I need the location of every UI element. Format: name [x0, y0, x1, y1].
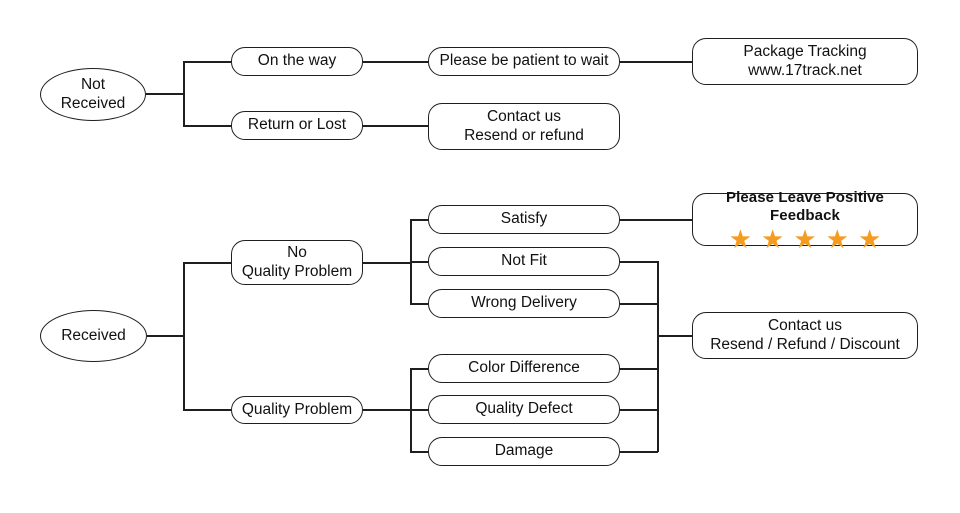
node-contact-resend-refund[interactable]: Contact us Resend or refund	[428, 103, 620, 150]
connector-qp-to-quality-defect	[410, 409, 428, 411]
node-no-quality-problem-label: No Quality Problem	[241, 244, 353, 280]
node-damage[interactable]: Damage	[428, 437, 620, 466]
node-on-the-way-label: On the way	[257, 52, 337, 70]
star-icon[interactable]: ★	[857, 224, 882, 255]
node-color-difference[interactable]: Color Difference	[428, 354, 620, 383]
node-quality-defect-label: Quality Defect	[475, 400, 573, 418]
node-return-or-lost-label: Return or Lost	[247, 116, 347, 134]
connector-arm-on-the-way	[183, 61, 231, 63]
node-on-the-way[interactable]: On the way	[231, 47, 363, 76]
connector-nqp-to-wrong-delivery	[410, 303, 428, 305]
node-quality-problem[interactable]: Quality Problem	[231, 396, 363, 424]
star-icon[interactable]: ★	[825, 224, 849, 255]
node-not-fit-label: Not Fit	[501, 252, 547, 270]
connector-damage-merge	[620, 451, 658, 453]
connector-received-split	[183, 262, 185, 410]
node-contact-resend-refund-discount[interactable]: Contact us Resend / Refund / Discount	[692, 312, 918, 359]
star-icon[interactable]: ★	[761, 224, 785, 255]
node-not-fit[interactable]: Not Fit	[428, 247, 620, 276]
node-received-label: Received	[61, 326, 126, 344]
connector-arm-return-or-lost	[183, 125, 231, 127]
connector-quality-defect-merge	[620, 409, 658, 411]
node-satisfy-label: Satisfy	[500, 210, 548, 228]
node-not-received[interactable]: Not Received	[40, 68, 146, 121]
node-contact-resend-refund-discount-label: Contact us Resend / Refund / Discount	[710, 317, 900, 353]
node-package-tracking[interactable]: Package Tracking www.17track.net	[692, 38, 918, 85]
node-quality-defect[interactable]: Quality Defect	[428, 395, 620, 424]
connector-on-the-way-to-wait	[363, 61, 428, 63]
node-satisfy[interactable]: Satisfy	[428, 205, 620, 234]
connector-arm-quality-problem	[183, 409, 231, 411]
node-please-be-patient[interactable]: Please be patient to wait	[428, 47, 620, 76]
connector-qp-stem	[363, 409, 411, 411]
connector-satisfy-to-feedback	[620, 219, 692, 221]
node-wrong-delivery-label: Wrong Delivery	[471, 294, 577, 312]
connector-merge-bus	[657, 261, 659, 452]
node-wrong-delivery[interactable]: Wrong Delivery	[428, 289, 620, 318]
node-leave-positive-feedback[interactable]: Please Leave Positive Feedback ★ ★ ★ ★ ★	[692, 189, 918, 252]
node-return-or-lost[interactable]: Return or Lost	[231, 111, 363, 140]
connector-nqp-to-satisfy	[410, 219, 428, 221]
star-rating[interactable]: ★ ★ ★ ★ ★	[729, 226, 882, 252]
star-icon[interactable]: ★	[728, 224, 753, 255]
node-quality-problem-label: Quality Problem	[241, 400, 353, 418]
connector-not-fit-merge	[620, 261, 658, 263]
connector-return-to-contact	[363, 125, 428, 127]
node-color-difference-label: Color Difference	[468, 359, 580, 377]
feedback-label: Please Leave Positive Feedback	[725, 188, 885, 224]
node-no-quality-problem[interactable]: No Quality Problem	[231, 240, 363, 285]
node-package-tracking-label: Package Tracking www.17track.net	[743, 43, 867, 79]
node-not-received-label: Not Received	[60, 76, 126, 112]
connector-wait-to-tracking	[620, 61, 692, 63]
connector-not-received-split	[183, 61, 185, 126]
connector-nqp-stem	[363, 262, 411, 264]
connector-arm-no-quality-problem	[183, 262, 231, 264]
connector-color-difference-merge	[620, 368, 658, 370]
node-received[interactable]: Received	[40, 310, 147, 362]
connector-not-received-stem	[146, 93, 184, 95]
connector-wrong-delivery-merge	[620, 303, 658, 305]
star-icon[interactable]: ★	[793, 224, 817, 255]
node-contact-resend-refund-label: Contact us Resend or refund	[464, 108, 584, 144]
connector-merge-to-contact	[657, 335, 692, 337]
node-please-be-patient-label: Please be patient to wait	[439, 52, 609, 70]
connector-qp-to-damage	[410, 451, 428, 453]
connector-received-stem	[147, 335, 184, 337]
connector-nqp-to-not-fit	[410, 261, 428, 263]
connector-qp-to-color-difference	[410, 368, 428, 370]
node-damage-label: Damage	[494, 442, 554, 460]
